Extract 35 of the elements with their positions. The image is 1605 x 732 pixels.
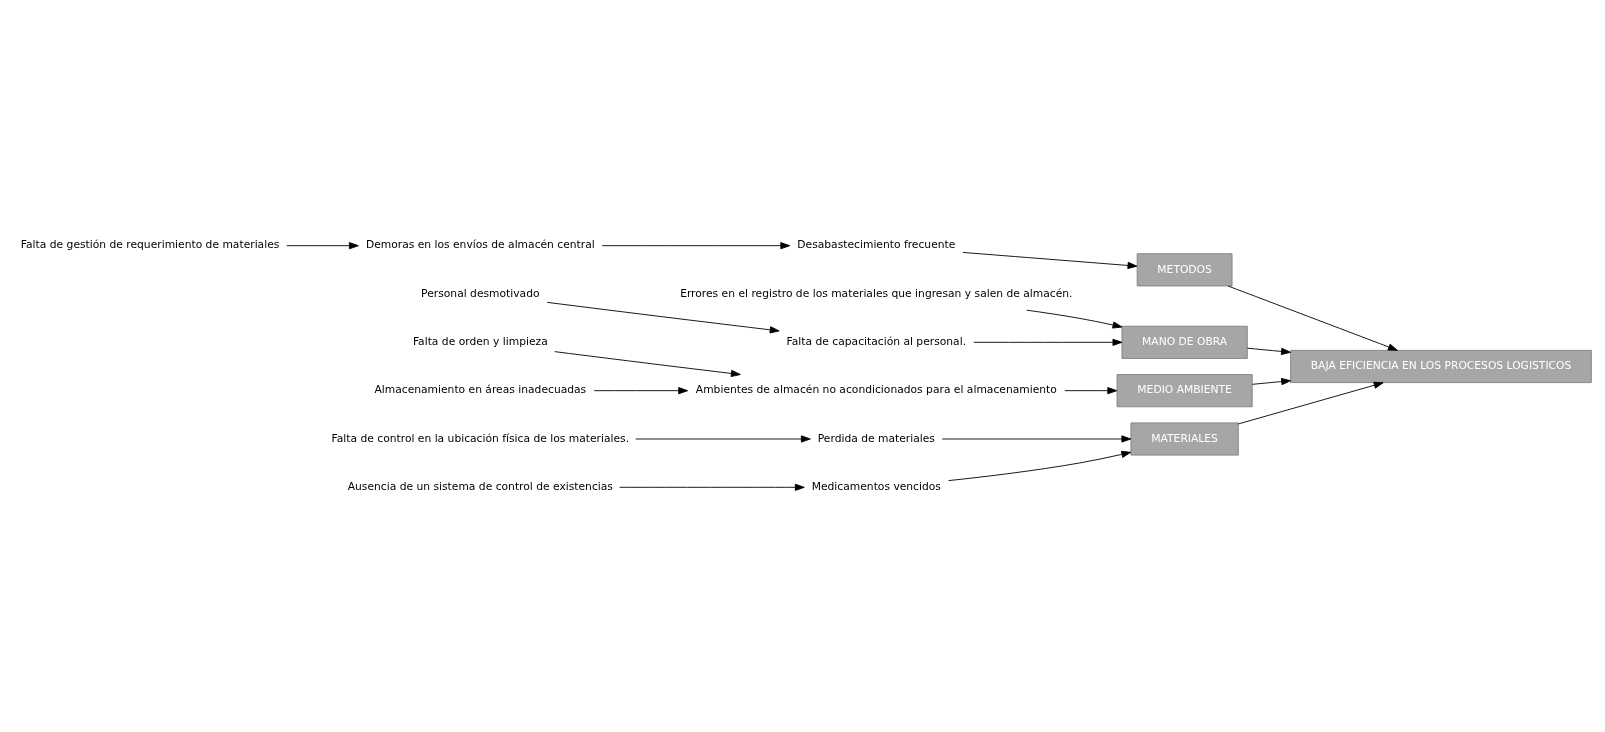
node-text: Personal desmotivado <box>421 286 540 300</box>
arrow <box>1026 309 1123 329</box>
node-text: Falta de capacitación al personal. <box>786 334 967 348</box>
arrow <box>962 251 1138 269</box>
arrow <box>1251 377 1292 385</box>
node-text: Medicamentos vencidos <box>811 479 941 493</box>
node-text: Ambientes de almacén no acondicionados para el almacenamiento <box>695 382 1057 396</box>
node-text: Falta de orden y limpieza <box>412 334 548 348</box>
arrow <box>1238 381 1384 424</box>
arrow <box>973 338 1123 346</box>
arrow <box>593 386 689 394</box>
node-box: BAJA EFICIENCIA EN LOS PROCESOS LOGISTICOS <box>1290 349 1592 383</box>
node-text: Falta de gestión de requerimiento de materiales <box>20 237 280 251</box>
arrow <box>554 350 741 377</box>
arrow <box>286 241 359 249</box>
arrow <box>635 434 811 443</box>
node-text: Demoras en los envíos de almacén central <box>365 237 595 251</box>
arrow <box>1064 386 1118 394</box>
node-text: Perdida de materiales <box>817 431 935 445</box>
arrow <box>1247 347 1291 355</box>
node-text: Errores en el registro de los materiales que ingresan y salen de almacén. <box>680 286 1073 300</box>
arrow <box>546 301 780 333</box>
arrow <box>941 434 1132 443</box>
node-text: Falta de control en la ubicación física de los materiales. <box>331 431 630 445</box>
node-text: Ausencia de un sistema de control de existencias <box>347 479 613 493</box>
node-text: Almacenamiento en áreas inadecuadas <box>374 382 587 396</box>
node-box: METODOS <box>1136 252 1233 286</box>
arrow <box>1227 285 1398 351</box>
arrow <box>948 450 1132 481</box>
node-box: MATERIALES <box>1130 421 1239 456</box>
arrow <box>619 483 805 491</box>
node-box: MEDIO AMBIENTE <box>1116 373 1253 407</box>
arrow <box>601 241 791 249</box>
node-text: Desabastecimiento frecuente <box>797 237 956 251</box>
node-box: MANO DE OBRA <box>1121 325 1248 359</box>
